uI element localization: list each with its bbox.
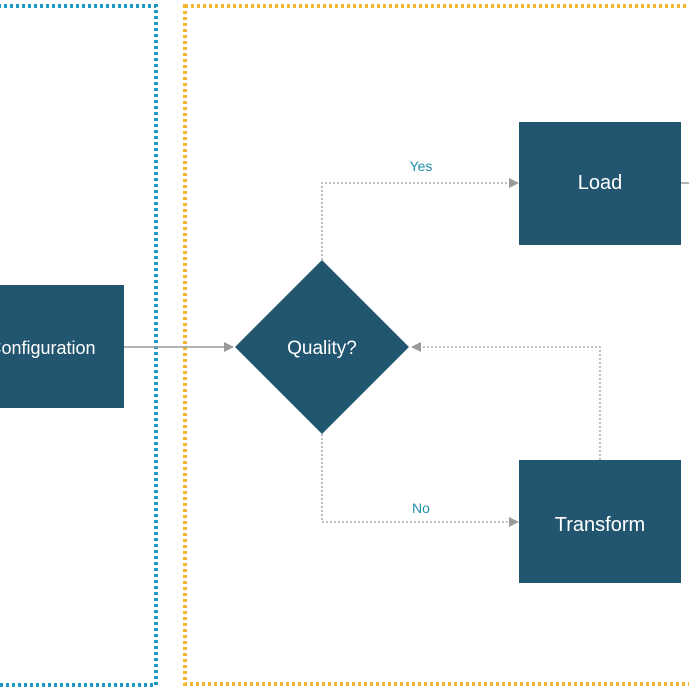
left-group-border	[0, 4, 158, 687]
node-transform-shape	[519, 460, 681, 583]
edge-label-yes: Yes	[410, 158, 433, 174]
node-load-label: Load	[578, 172, 623, 194]
node-load-shape	[519, 122, 681, 245]
node-configuration-shape	[0, 285, 124, 408]
node-load[interactable]: Load	[519, 122, 681, 245]
node-quality-shape	[235, 260, 409, 434]
edge-transform-to-quality	[411, 342, 601, 460]
right-group-border	[183, 4, 689, 686]
node-transform-label: Transform	[555, 514, 645, 536]
edge-label-no: No	[412, 500, 430, 516]
node-transform[interactable]: Transform	[519, 460, 681, 583]
node-configuration[interactable]: Configuration	[0, 285, 124, 408]
edge-quality-to-load	[321, 178, 519, 260]
node-quality-label: Quality?	[287, 338, 357, 359]
node-quality[interactable]: Quality?	[235, 260, 409, 434]
node-configuration-label: Configuration	[0, 338, 96, 358]
edge-quality-to-transform	[321, 434, 519, 527]
